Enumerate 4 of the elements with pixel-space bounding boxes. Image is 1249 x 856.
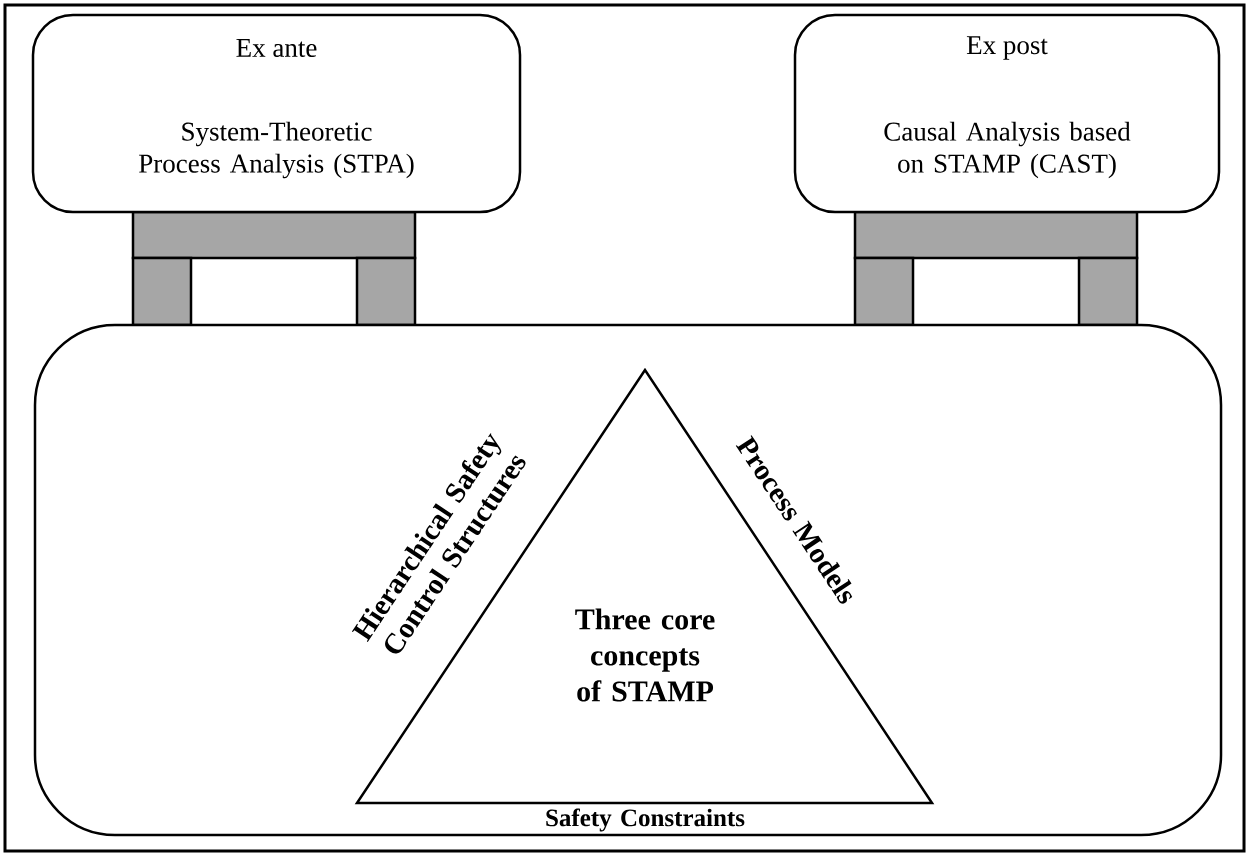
method-box: Ex ante System-Theoretic Process Analysis (STPA) (31, 13, 522, 214)
side-label: Safety Constraints (546, 808, 745, 832)
method-box: Ex post Causal Analysis based on STAMP (CAST) (793, 13, 1221, 214)
concept-box (33, 323, 1223, 837)
